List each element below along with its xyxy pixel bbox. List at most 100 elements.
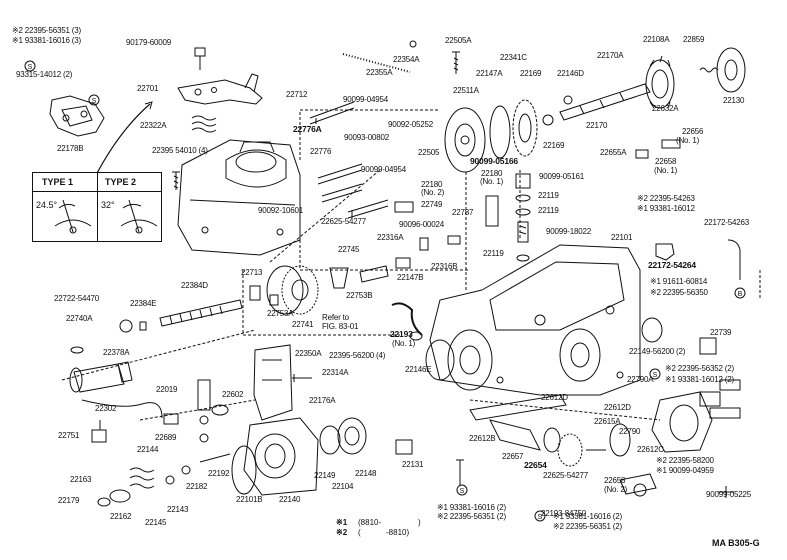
part-number-label: 22180: [481, 169, 503, 178]
part-number-label: ※2 22395-54263: [637, 194, 695, 203]
part-number-label: 22776: [310, 147, 332, 156]
legend-mark-2: ※2: [336, 528, 348, 537]
part-number-label: 22314A: [322, 368, 349, 377]
part-number-label: 22395 54010 (4): [152, 146, 208, 155]
part-number-label: FIG. 83-01: [322, 322, 359, 331]
part-number-label: 22739: [710, 328, 732, 337]
part-number-label: 22658: [655, 157, 677, 166]
part-number-label: 90092-10601: [258, 206, 303, 215]
part-number-label: ※1 91611-60814: [650, 277, 708, 286]
panel-divider: [33, 191, 161, 192]
part-number-label: 22655A: [600, 148, 627, 157]
part-number-label: (No. 1): [480, 177, 504, 186]
legend-end-2: -8810): [386, 528, 410, 537]
part-number-label: 22712: [286, 90, 308, 99]
part-number-label: (No. 1): [392, 339, 416, 348]
b-marker: B: [738, 291, 743, 298]
part-number-label: 22169: [520, 69, 542, 78]
part-number-label: 22182: [186, 482, 208, 491]
part-number-label: 22615A: [594, 417, 621, 426]
part-number-label: ※1 93381-16016 (2): [553, 512, 622, 521]
part-number-label: 22172-54264: [648, 260, 696, 270]
part-number-label: 22378A: [103, 348, 130, 357]
part-number-label: (No. 2): [421, 188, 445, 197]
part-number-label: ※2 22395-56352 (2): [665, 364, 734, 373]
part-number-label: 22104: [332, 482, 354, 491]
part-number-label: 22178B: [57, 144, 84, 153]
part-number-label: 90099-05161: [539, 172, 584, 181]
part-number-label: 22790: [619, 427, 641, 436]
part-number-label: 22131: [402, 460, 424, 469]
part-number-label: 22654: [524, 460, 547, 470]
part-number-label: 22505A: [445, 36, 472, 45]
s-marker: S: [538, 514, 543, 521]
legend-range-1: (8810-: [358, 518, 382, 527]
date-legend: ※1 (8810-) ※2 ( -8810): [336, 518, 421, 538]
type2-title: TYPE 2: [105, 177, 137, 187]
part-number-label: ※1 90099-04959: [656, 466, 714, 475]
part-number-label: ※2 22395-56351 (3): [12, 26, 81, 35]
part-number-label: 22384D: [181, 281, 208, 290]
legend-range-2: (: [358, 528, 361, 537]
part-number-label: 22316A: [377, 233, 404, 242]
part-number-label: ※2 22395-56351 (2): [437, 512, 506, 521]
part-number-label: 22172-54263: [704, 218, 749, 227]
part-number-label: 22741: [292, 320, 314, 329]
part-number-label: ※1 93381-16012 (2): [665, 375, 734, 384]
part-number-label: ※2 22395-58200: [656, 456, 714, 465]
part-number-label: 22625-54277: [321, 217, 366, 226]
legend-mark-1: ※1: [336, 518, 348, 527]
part-number-label: 22130: [723, 96, 745, 105]
part-number-label: 22612D: [541, 393, 568, 402]
part-number-label: 22019: [156, 385, 178, 394]
part-number-label: 22701: [137, 84, 159, 93]
part-number-label: 22170: [586, 121, 608, 130]
part-number-label: 22149: [314, 471, 336, 480]
part-number-label: 22384E: [130, 299, 157, 308]
part-number-label: 22302: [95, 404, 117, 413]
part-number-label: 22316B: [431, 262, 458, 271]
part-number-label: 22787: [452, 208, 474, 217]
part-number-label: 22350A: [295, 349, 322, 358]
part-number-label: Refer to: [322, 313, 349, 322]
part-number-label: 22753B: [346, 291, 373, 300]
part-number-label: 22193: [390, 329, 413, 339]
part-number-label: 22505: [418, 148, 440, 157]
part-number-label: 22753A: [267, 309, 294, 318]
part-number-label: 22354A: [393, 55, 420, 64]
part-number-label: 22602: [222, 390, 244, 399]
part-number-label: 22146D: [557, 69, 584, 78]
type1-title: TYPE 1: [42, 177, 74, 187]
part-number-label: 22101: [611, 233, 633, 242]
s-marker: S: [92, 98, 97, 105]
part-number-label: 22722-54470: [54, 294, 99, 303]
part-number-label: 22612B: [469, 434, 496, 443]
part-number-label: 90093-00802: [344, 133, 389, 142]
type-comparison-panel: TYPE 1 TYPE 2 24.5° 32°: [32, 172, 162, 242]
legend-end-1: ): [418, 518, 421, 527]
part-number-label: ※2 22395-56351 (2): [553, 522, 622, 531]
part-number-label: 22140: [279, 495, 301, 504]
part-number-label: 22355A: [366, 68, 393, 77]
part-number-label: 22657: [502, 452, 524, 461]
part-number-label: 90096-00024: [399, 220, 444, 229]
part-number-label: 22625-54277: [543, 471, 588, 480]
part-number-label: 22119: [538, 206, 559, 215]
part-number-label: (No. 1): [676, 136, 700, 145]
part-number-label: 22612D: [604, 403, 631, 412]
part-number-label: ※1 93381-16012: [637, 204, 695, 213]
part-number-label: 22193-84750: [541, 509, 586, 518]
part-number-label: 22749: [421, 200, 443, 209]
type1-angle: 24.5°: [36, 200, 58, 210]
part-number-label: 22169: [543, 141, 565, 150]
part-number-label: 22740A: [66, 314, 93, 323]
part-number-label: 90099-04954: [361, 165, 406, 174]
part-number-label: 22145: [145, 518, 167, 527]
part-number-label: 90092-05252: [388, 120, 433, 129]
legend-row-1: ※1 (8810-): [336, 518, 421, 528]
part-number-label: 22745: [338, 245, 360, 254]
part-number-label: 22147A: [476, 69, 503, 78]
part-number-label: 22790A: [627, 375, 654, 384]
lever-angle-sketch: [54, 199, 158, 234]
